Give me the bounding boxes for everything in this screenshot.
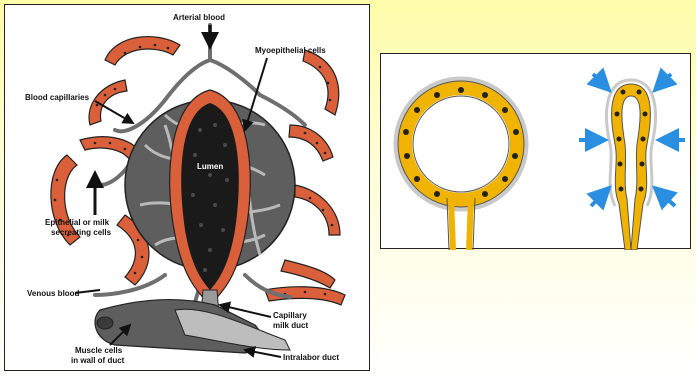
label-blood-capillaries: Blood capillaries (25, 93, 90, 102)
label-venous-blood: Venous blood (27, 289, 80, 298)
alveolus-contraction-diagram (380, 53, 691, 249)
label-epithelial-line1: Epithelial or milk (45, 218, 110, 227)
label-intralabor-duct: Intralabor duct (283, 353, 339, 362)
label-arterial-blood: Arterial blood (173, 13, 225, 22)
arrow-intralabor (245, 350, 281, 357)
label-muscle-line2: in wall of duct (71, 356, 125, 365)
relaxed-alveolus (397, 80, 525, 250)
alveolus-anatomy-diagram: Lumen Arterial blood Myoepithelial cells… (4, 4, 370, 371)
alveolus-contraction-drawing (381, 54, 692, 250)
alveolus-anatomy-drawing: Lumen Arterial blood Myoepithelial cells… (5, 5, 371, 372)
label-lumen: Lumen (197, 162, 223, 171)
label-muscle-line1: Muscle cells (75, 346, 123, 355)
label-myoepithelial-cells: Myoepithelial cells (255, 46, 326, 55)
contracted-alveolus (607, 80, 656, 250)
label-capillary-duct-line2: milk duct (273, 321, 308, 330)
label-capillary-duct-line1: Capillary (273, 311, 307, 320)
ducts (95, 290, 290, 353)
label-epithelial-line2: secreating cells (51, 228, 112, 237)
